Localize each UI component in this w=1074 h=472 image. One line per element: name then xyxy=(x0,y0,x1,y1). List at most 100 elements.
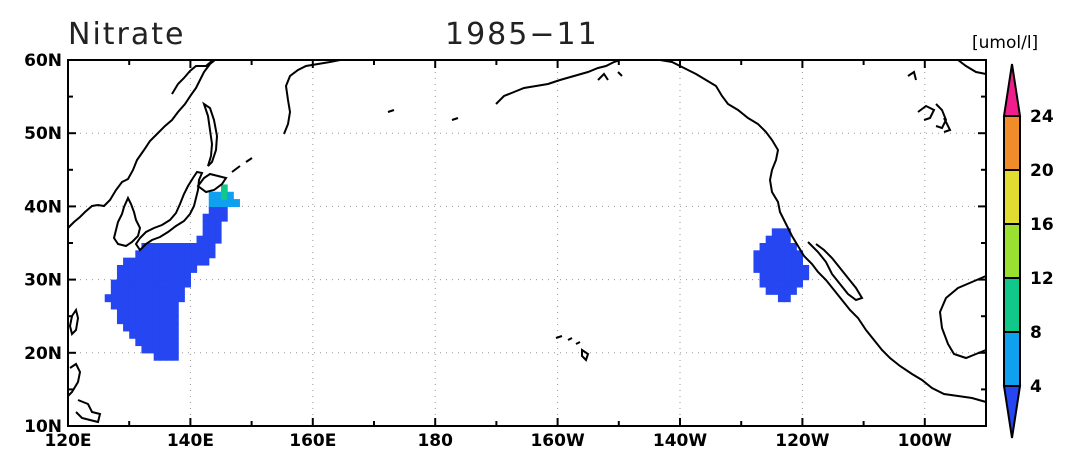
cell-west-pacific xyxy=(159,323,167,332)
cell-west-pacific xyxy=(221,206,228,215)
cell-east-pacific xyxy=(777,228,785,237)
cell-west-pacific xyxy=(147,257,155,266)
coastline-taiwan xyxy=(68,307,80,336)
cell-east-pacific xyxy=(777,286,785,295)
cell-east-pacific xyxy=(759,243,767,251)
cell-east-pacific xyxy=(771,272,779,281)
coastline-hawaii xyxy=(555,335,590,362)
cell-west-pacific xyxy=(190,257,198,266)
cell-east-pacific xyxy=(802,264,810,273)
cell-east-pacific xyxy=(753,257,761,266)
cell-west-pacific xyxy=(172,330,179,339)
cell-west-pacific xyxy=(214,221,222,229)
cell-west-pacific xyxy=(123,286,130,295)
cell-west-pacific xyxy=(147,330,155,339)
cell-west-pacific xyxy=(159,294,167,303)
colorbar-extend-high xyxy=(1002,63,1022,117)
cell-west-pacific xyxy=(208,221,216,229)
coastline-baja-california xyxy=(807,241,864,302)
cell-west-pacific xyxy=(178,250,185,259)
cell-east-pacific xyxy=(759,257,767,266)
cell-west-pacific xyxy=(165,250,173,259)
cell-east-pacific xyxy=(796,279,803,288)
cell-west-pacific xyxy=(123,323,130,332)
cell-west-pacific xyxy=(141,345,149,354)
cell-west-pacific xyxy=(135,250,143,259)
cell-west-pacific xyxy=(141,330,149,339)
lon-tick-label: 100W xyxy=(898,431,952,451)
cell-west-pacific xyxy=(172,272,179,281)
cell-east-pacific xyxy=(784,257,791,266)
cell-west-pacific xyxy=(129,294,136,303)
cell-honshu-cyan xyxy=(214,191,222,200)
cell-west-pacific xyxy=(178,243,185,251)
cell-west-pacific xyxy=(202,250,210,259)
cell-west-pacific xyxy=(202,228,210,237)
lon-tick-label: 160W xyxy=(530,431,584,451)
cell-west-pacific xyxy=(196,250,204,259)
cell-west-pacific xyxy=(153,286,161,295)
coastline-hokkaido xyxy=(196,172,228,194)
cell-west-pacific xyxy=(184,272,191,281)
cell-west-pacific xyxy=(178,264,185,273)
cell-honshu-cyan xyxy=(233,199,240,207)
cell-west-pacific xyxy=(202,235,210,244)
coastline-japan xyxy=(134,170,204,252)
cell-west-pacific xyxy=(190,250,198,259)
cell-west-pacific xyxy=(147,323,155,332)
cell-west-pacific xyxy=(116,301,124,310)
cell-west-pacific xyxy=(153,316,161,325)
cell-east-pacific xyxy=(765,286,773,295)
cell-west-pacific xyxy=(172,264,179,273)
cell-east-pacific xyxy=(784,228,791,237)
cell-west-pacific xyxy=(153,272,161,281)
cell-west-pacific xyxy=(123,257,130,266)
cell-west-pacific xyxy=(153,250,161,259)
cell-east-pacific xyxy=(765,272,773,281)
cell-west-pacific xyxy=(141,279,149,288)
cell-west-pacific xyxy=(135,308,143,317)
cell-west-pacific xyxy=(116,294,124,303)
cell-west-pacific xyxy=(172,316,179,325)
cell-west-pacific xyxy=(110,279,118,288)
cell-west-pacific xyxy=(165,301,173,310)
cell-west-pacific xyxy=(159,308,167,317)
cell-west-pacific xyxy=(172,301,179,310)
cell-west-pacific xyxy=(208,250,216,259)
cell-west-pacific xyxy=(178,272,185,281)
cell-east-pacific xyxy=(777,279,785,288)
cell-west-pacific xyxy=(141,243,149,251)
cell-east-pacific xyxy=(790,250,797,259)
cell-west-pacific xyxy=(178,257,185,266)
cell-west-pacific xyxy=(129,316,136,325)
cell-east-pacific xyxy=(784,286,791,295)
cell-west-pacific xyxy=(147,279,155,288)
cell-east-pacific xyxy=(796,250,803,259)
cell-west-pacific xyxy=(165,316,173,325)
cell-west-pacific xyxy=(141,250,149,259)
cell-west-pacific xyxy=(135,257,143,266)
cell-west-pacific xyxy=(178,286,185,295)
colorbar-segment xyxy=(1003,115,1021,171)
cell-east-pacific xyxy=(784,279,791,288)
lat-tick-label: 10N xyxy=(24,417,62,437)
map-date: 1985−11 xyxy=(445,17,599,52)
cell-west-pacific xyxy=(159,338,167,347)
cell-west-pacific xyxy=(147,345,155,354)
cell-west-pacific xyxy=(153,345,161,354)
cell-west-pacific xyxy=(153,264,161,273)
cell-west-pacific xyxy=(214,206,222,215)
data-cells xyxy=(104,184,810,361)
cell-west-pacific xyxy=(202,221,210,229)
coastlines xyxy=(67,59,987,424)
cell-west-pacific xyxy=(153,338,161,347)
cell-west-pacific xyxy=(123,272,130,281)
cell-east-pacific xyxy=(790,257,797,266)
cell-west-pacific xyxy=(135,316,143,325)
cell-west-pacific xyxy=(135,286,143,295)
cell-west-pacific xyxy=(159,257,167,266)
cell-honshu-cyan xyxy=(214,199,222,207)
cell-east-pacific xyxy=(790,272,797,281)
